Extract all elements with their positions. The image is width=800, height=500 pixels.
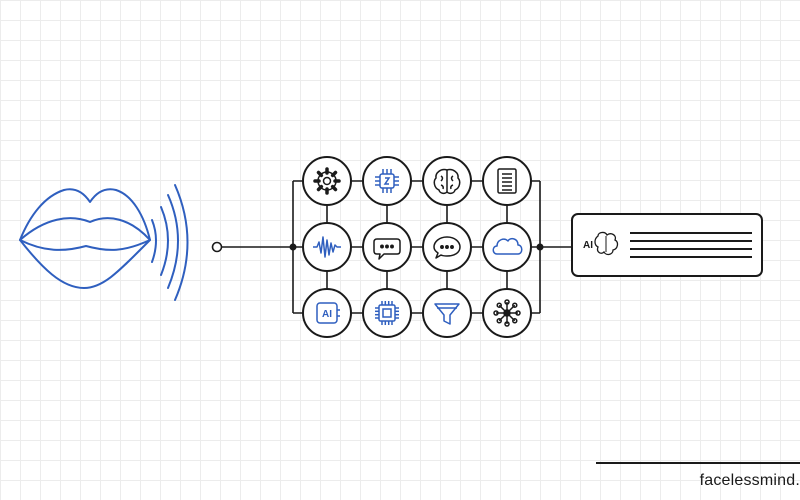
cloud-icon [492,237,523,255]
node-funnel-filter [422,288,472,338]
brain-icon [433,168,461,195]
brand-underline [596,462,800,464]
node-network-hub [482,288,532,338]
processing-nodes: AI [302,156,532,338]
svg-text:AI: AI [322,309,332,320]
junction-dot-left [289,243,297,251]
svg-text:AI: AI [583,240,593,251]
funnel-filter-icon [434,303,460,325]
node-speech-bubble [362,222,412,272]
chat-bubble-icon [433,236,461,259]
sound-waves [151,184,189,301]
document-lines-icon [497,168,517,194]
node-chat-bubble [422,222,472,272]
node-processor [362,288,412,338]
node-cloud [482,222,532,272]
node-ai-chip: AI [302,288,352,338]
node-circuit-chip [362,156,412,206]
output-text-lines [630,232,752,258]
output-box: AI [571,213,763,277]
circuit-chip-icon [375,169,399,193]
ai-chip-icon: AI [316,302,340,324]
brand-wordmark: facelessmind. [699,472,800,489]
node-brain [422,156,472,206]
lips-speaking-icon [19,188,151,289]
node-gear [302,156,352,206]
node-sound-wave [302,222,352,272]
speech-bubble-icon [373,238,401,260]
gear-icon [313,167,341,195]
network-hub-icon [493,299,521,327]
node-document-lines [482,156,532,206]
sound-wave-icon [313,236,341,258]
input-connector [211,241,290,253]
processor-icon [375,301,399,325]
ai-brain-icon: AI [583,231,619,256]
